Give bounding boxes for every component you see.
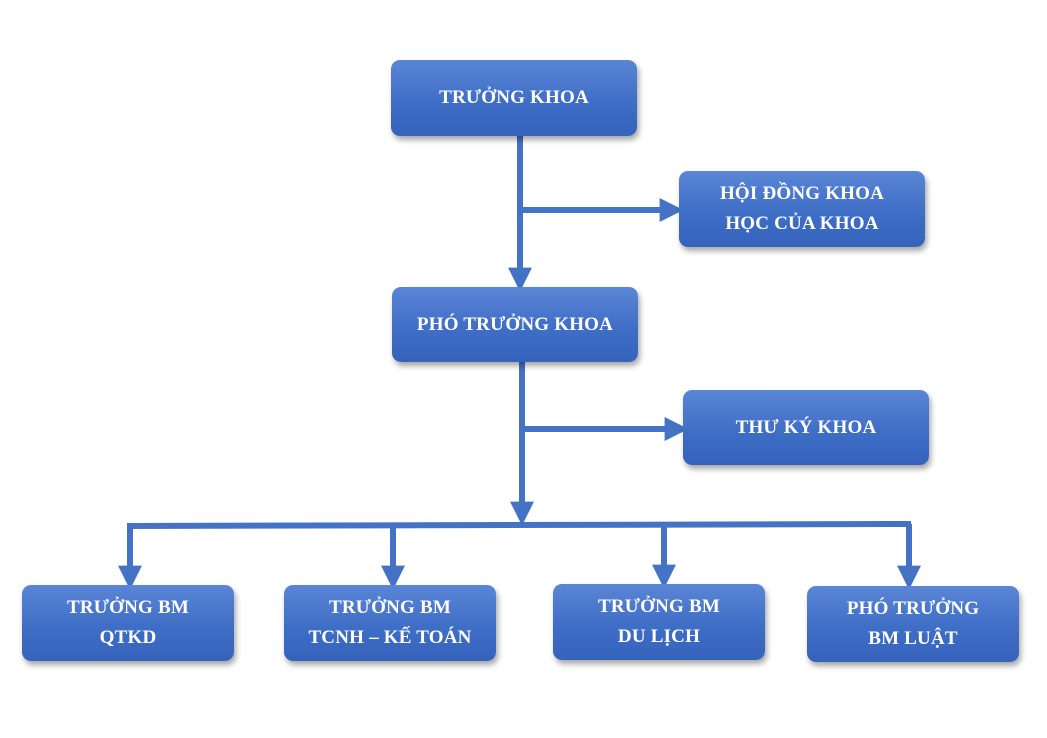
node-truong-bm-qtkd: TRƯỞNG BM QTKD (22, 585, 234, 661)
node-label: DU LỊCH (617, 626, 701, 647)
node-label: PHÓ TRƯỞNG (846, 598, 980, 619)
connector-horizontal-bus (126, 521, 912, 529)
node-label: QTKD (99, 627, 157, 648)
node-truong-khoa: TRƯỞNG KHOA (391, 60, 637, 136)
node-label: PHÓ TRƯỞNG KHOA (416, 313, 614, 335)
node-pho-truong-bm-luat: PHÓ TRƯỞNG BM LUẬT (807, 586, 1019, 662)
node-label: TRƯỞNG BM (598, 596, 720, 617)
node-label: HỌC CỦA KHOA (725, 213, 879, 234)
node-label: TRƯỞNG KHOA (439, 87, 589, 108)
node-label: TRƯỞNG BM (67, 597, 189, 618)
node-label: TRƯỞNG BM (329, 597, 451, 618)
node-thu-ky-khoa: THƯ KÝ KHOA (683, 390, 929, 465)
node-truong-bm-dulich: TRƯỞNG BM DU LỊCH (553, 584, 765, 660)
node-hoi-dong-khoa-hoc: HỘI ĐỒNG KHOA HỌC CỦA KHOA (679, 171, 925, 247)
node-label: THƯ KÝ KHOA (735, 416, 877, 438)
node-label: HỘI ĐỒNG KHOA (719, 183, 885, 204)
node-truong-bm-tcnh: TRƯỞNG BM TCNH – KẾ TOÁN (284, 585, 496, 661)
node-label: TCNH – KẾ TOÁN (308, 627, 472, 648)
node-pho-truong-khoa: PHÓ TRƯỞNG KHOA (392, 287, 638, 362)
node-label: BM LUẬT (868, 628, 958, 649)
